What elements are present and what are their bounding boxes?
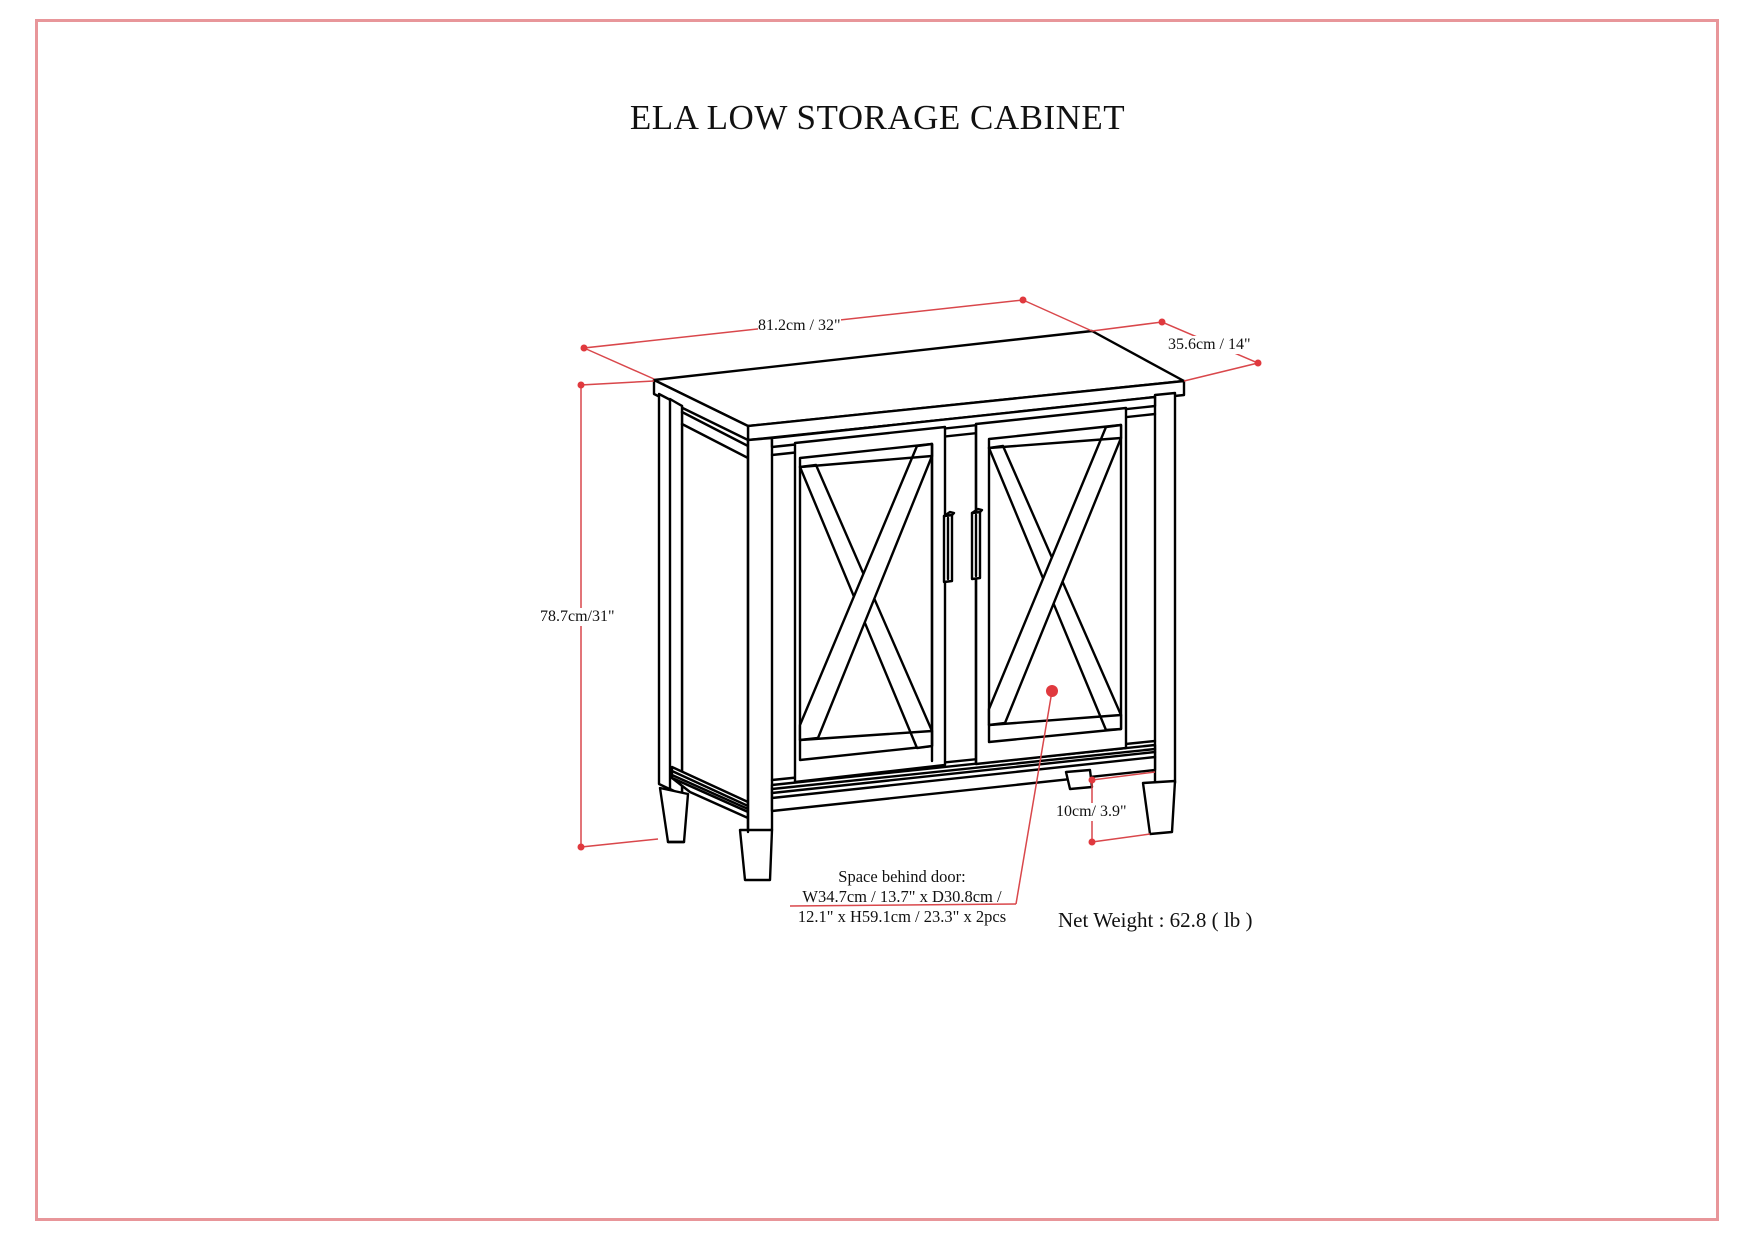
right-door-x-brace (987, 423, 1123, 732)
height-dimension-label: 78.7cm/31" (540, 608, 615, 626)
back-left-post-inner (668, 397, 684, 797)
height-bottom-dot (577, 843, 585, 851)
space-behind-door-note: Space behind door: W34.7cm / 13.7" x D30… (786, 867, 1018, 927)
door-space-leader-line (1015, 690, 1053, 905)
side-top-rail (680, 410, 750, 448)
left-door-x-brace (798, 442, 934, 750)
width-dimension-label: 81.2cm / 32" (758, 317, 841, 335)
width-start-dot (580, 344, 588, 352)
width-end-dot (1019, 296, 1027, 304)
page-frame-border (35, 19, 1719, 1221)
door-handles (942, 507, 984, 584)
leg-clearance-top-dot (1088, 776, 1096, 784)
height-top-dot (577, 381, 585, 389)
front-left-post (746, 436, 774, 834)
back-left-leg-taper (658, 786, 690, 844)
space-behind-door-line1: W34.7cm / 13.7" x D30.8cm / (802, 887, 1002, 906)
depth-dimension-label: 35.6cm / 14" (1168, 336, 1251, 354)
center-rear-foot (1064, 768, 1094, 791)
front-left-leg-taper (738, 828, 774, 882)
diagram-title: ELA LOW STORAGE CABINET (629, 98, 1126, 137)
depth-dimension-line (1022, 299, 1093, 332)
depth-start-dot (1158, 318, 1166, 326)
leg-clearance-label: 10cm/ 3.9" (1056, 803, 1127, 821)
depth-end-dot (1254, 359, 1262, 367)
leg-clearance-bottom-dot (1088, 838, 1096, 846)
door-space-marker-dot (1046, 685, 1058, 697)
space-behind-door-line2: 12.1" x H59.1cm / 23.3" x 2pcs (797, 907, 1007, 926)
front-right-post (1153, 391, 1177, 788)
net-weight-label: Net Weight : 62.8 ( lb ) (1058, 908, 1253, 932)
dimension-dots (577, 296, 1262, 851)
space-behind-door-heading: Space behind door: (838, 867, 966, 886)
front-right-leg-taper (1141, 779, 1177, 836)
cabinet-line-art (652, 329, 1186, 882)
